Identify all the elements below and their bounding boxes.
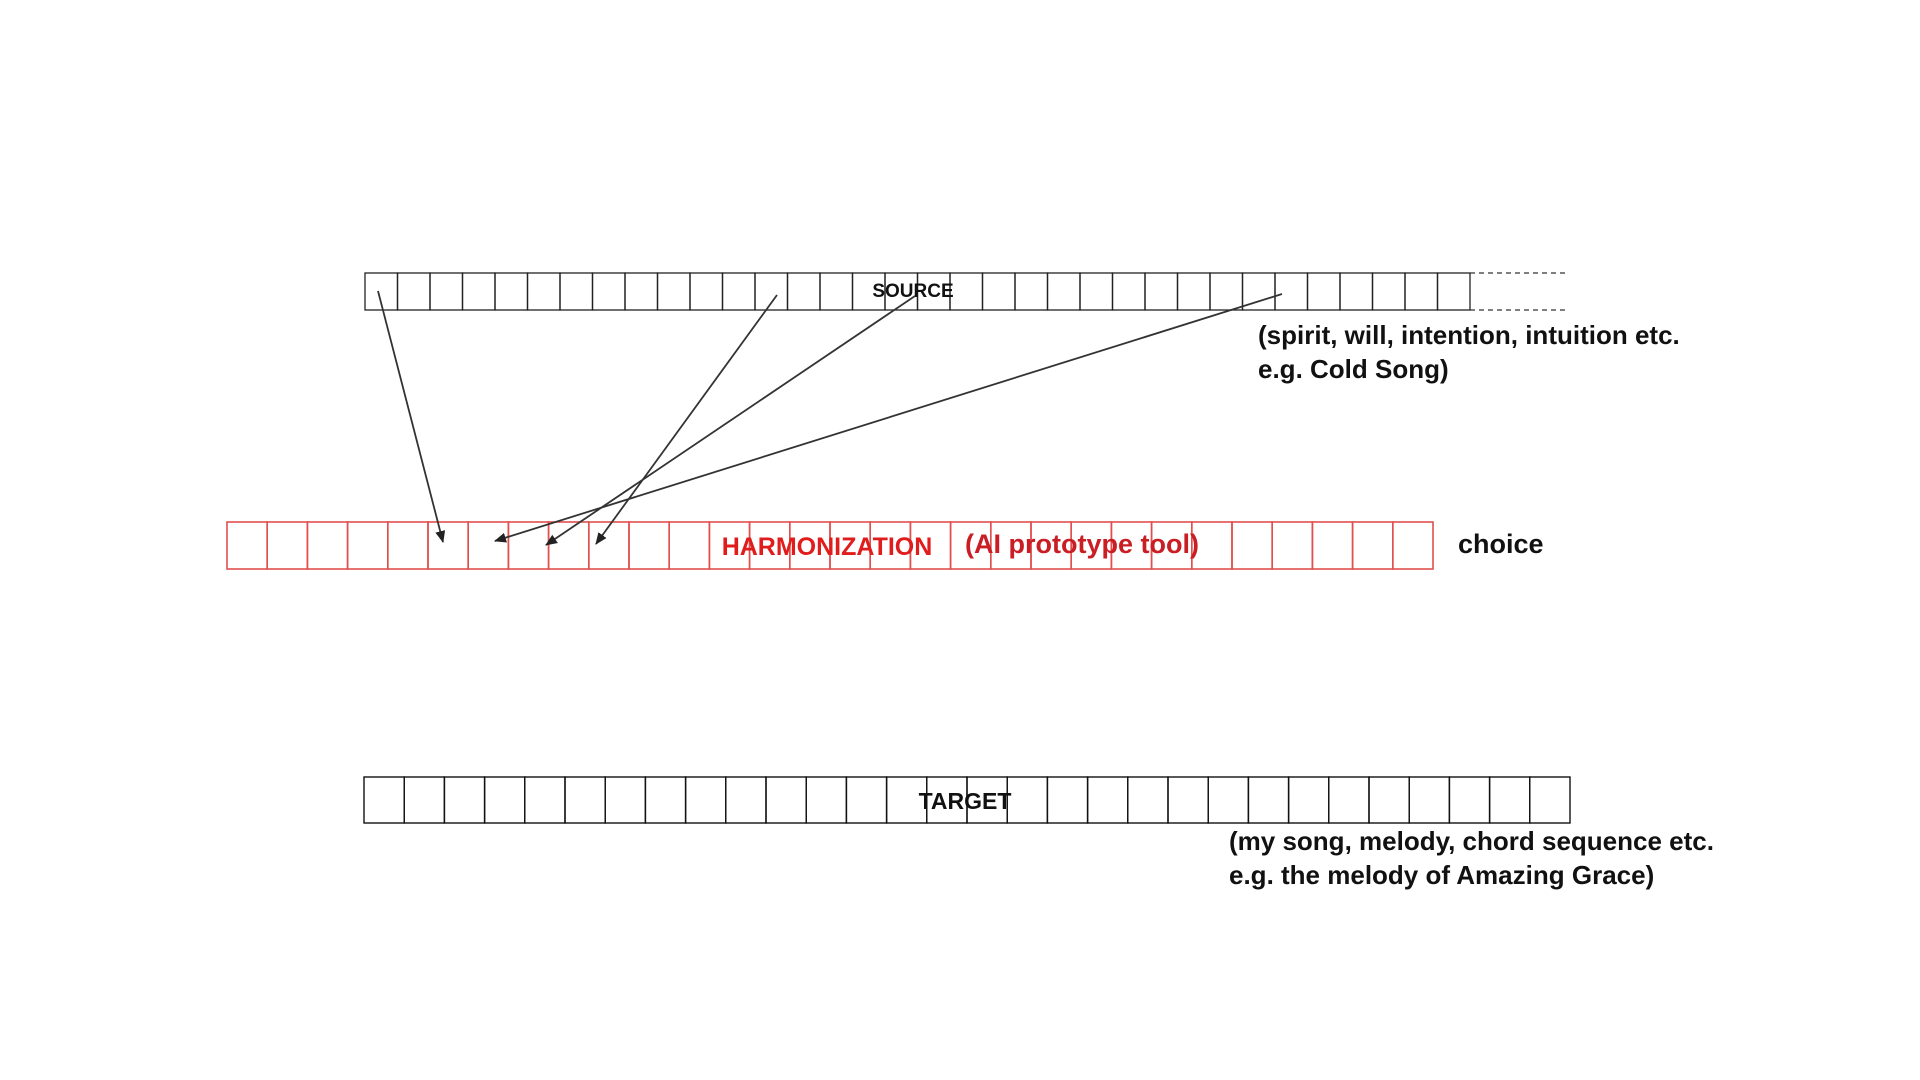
source-cell: [1079, 272, 1114, 311]
target-cell: [845, 776, 888, 824]
source-cell: [1404, 272, 1439, 311]
target-cell: [1207, 776, 1250, 824]
harmonization-cell: [1271, 521, 1314, 570]
source-cell: [461, 272, 496, 311]
source-cell: [624, 272, 659, 311]
target-cell: [725, 776, 767, 824]
source-cell: [494, 272, 529, 311]
source-to-harmonization-arrows: [377, 290, 1283, 546]
arrow-source-to-harmonization: [545, 295, 916, 546]
source-cell: [1274, 272, 1309, 311]
source-cell: [1111, 272, 1146, 311]
target-cell: [1488, 776, 1531, 824]
source-cell: [1339, 272, 1374, 311]
harmonization-title: HARMONIZATION: [722, 533, 933, 561]
target-cell: [765, 776, 807, 824]
target-cell: [524, 776, 566, 824]
harmonization-cell: [386, 521, 429, 570]
source-cell: [526, 272, 561, 311]
target-cell: [403, 776, 446, 824]
target-strip: [363, 776, 1571, 824]
source-cell: [819, 272, 854, 311]
arrow-source-to-harmonization: [377, 290, 446, 543]
target-description: (my song, melody, chord sequence etc. e.…: [1229, 824, 1714, 892]
target-cell: [1408, 776, 1451, 824]
source-title: SOURCE: [872, 281, 953, 302]
source-cell: [1176, 272, 1211, 311]
source-cell: [396, 272, 431, 311]
target-cell: [1046, 776, 1089, 824]
source-description-line-2: e.g. Cold Song): [1258, 354, 1449, 384]
target-cell: [805, 776, 848, 824]
target-cell: [1368, 776, 1410, 824]
target-cell: [684, 776, 727, 824]
harmonization-cell: [467, 521, 510, 570]
harmonization-cell: [628, 521, 671, 570]
harmonization-cell: [346, 521, 389, 570]
arrow-source-to-harmonization: [595, 294, 778, 545]
source-cell: [689, 272, 724, 311]
source-cell: [1436, 272, 1471, 311]
target-cell: [1328, 776, 1370, 824]
harmonization-cell: [1231, 521, 1274, 570]
harmonization-strip: [226, 521, 1434, 570]
harmonization-cell: [587, 521, 630, 570]
source-strip: [364, 272, 1471, 311]
target-cell: [483, 776, 526, 824]
source-cell: [981, 272, 1016, 311]
target-cell: [1448, 776, 1491, 824]
source-cell: [721, 272, 756, 311]
harmonization-cell: [266, 521, 309, 570]
target-cell: [443, 776, 486, 824]
source-cell: [786, 272, 821, 311]
harmonization-cell: [1351, 521, 1394, 570]
harmonization-cell: [668, 521, 711, 570]
harmonization-cell: [427, 521, 470, 570]
source-cell: [1046, 272, 1081, 311]
harmonization-cell: [306, 521, 349, 570]
source-cell: [949, 272, 984, 311]
target-cell: [1287, 776, 1330, 824]
target-cell: [1529, 776, 1571, 824]
target-cell: [604, 776, 647, 824]
source-cell: [1306, 272, 1341, 311]
target-cell: [1127, 776, 1169, 824]
target-cell: [1247, 776, 1290, 824]
source-description: (spirit, will, intention, intuition etc.…: [1258, 318, 1680, 386]
source-cell: [1144, 272, 1179, 311]
target-title: TARGET: [919, 788, 1012, 814]
source-cell: [591, 272, 626, 311]
arrow-source-to-harmonization: [494, 293, 1283, 543]
choice-label: choice: [1458, 529, 1544, 559]
harmonization-cell: [226, 521, 269, 570]
source-cell: [429, 272, 464, 311]
harmonization-cell: [1311, 521, 1354, 570]
target-cell: [644, 776, 687, 824]
target-description-line-1: (my song, melody, chord sequence etc.: [1229, 826, 1714, 856]
harmonization-subtitle: (AI prototype tool): [965, 529, 1199, 559]
target-cell: [1167, 776, 1209, 824]
target-cell: [1006, 776, 1049, 824]
source-cell: [1371, 272, 1406, 311]
source-cell: [754, 272, 789, 311]
target-cell: [1086, 776, 1129, 824]
source-cell: [1209, 272, 1244, 311]
harmonization-cell: [1392, 521, 1434, 570]
source-strip-dashed-extension: [1470, 272, 1565, 311]
source-cell: [559, 272, 594, 311]
source-cell: [656, 272, 691, 311]
target-cell: [363, 776, 405, 824]
source-description-line-1: (spirit, will, intention, intuition etc.: [1258, 320, 1680, 350]
target-description-line-2: e.g. the melody of Amazing Grace): [1229, 860, 1655, 890]
source-cell: [1014, 272, 1049, 311]
harmonization-cell: [507, 521, 550, 570]
target-cell: [564, 776, 606, 824]
